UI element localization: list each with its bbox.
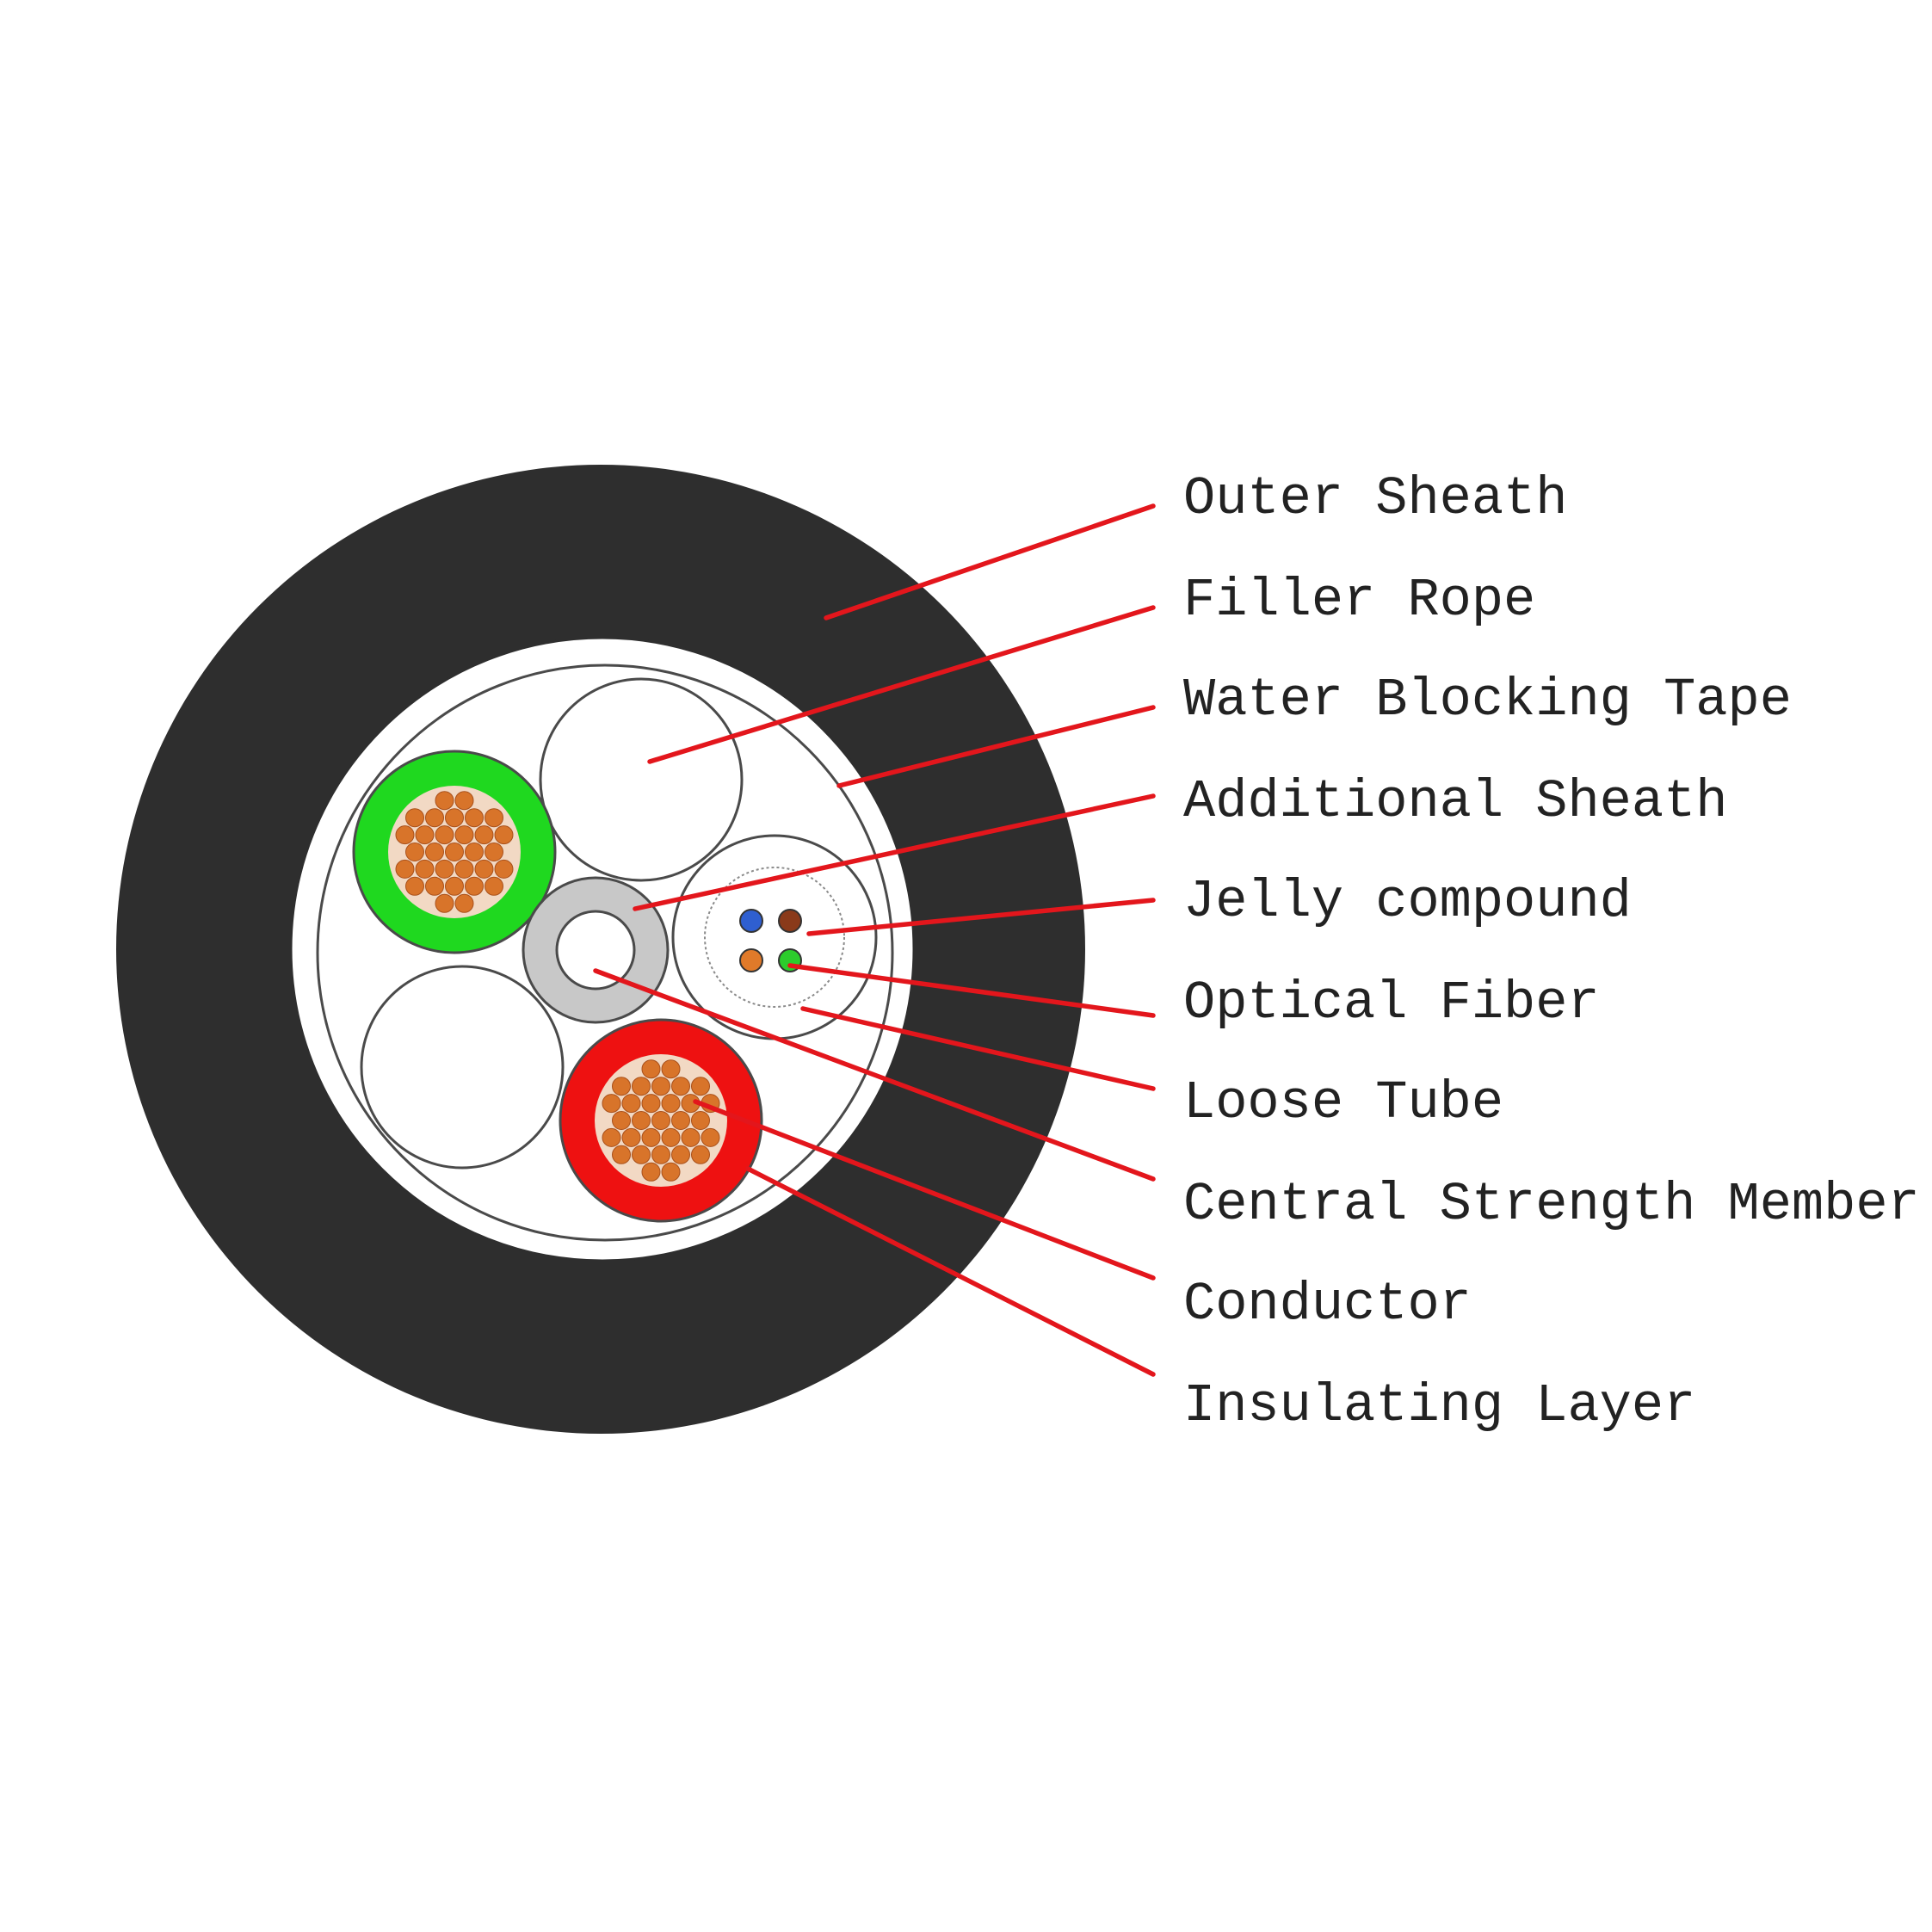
conductor-red-strand-7 [602,1094,621,1114]
label-conductor: Conductor [1183,1274,1472,1335]
conductor-green-strand-0 [435,791,454,811]
conductor-green-strand-25 [425,876,444,896]
label-outer-sheath: Outer Sheath [1183,468,1567,529]
leader-filler-rope [647,605,1156,764]
conductor-red-strand-20 [641,1127,661,1147]
central-strength-member-group [522,876,670,1024]
label-filler-rope: Filler Rope [1183,570,1535,631]
conductor-green-strand-27 [465,876,484,896]
conductor-green-strand-17 [485,843,503,861]
conductor-green-strand-22 [474,859,494,879]
conductor-red-strand-21 [661,1127,681,1147]
conductor-green-strand-18 [395,859,415,879]
filler-rope-top [539,677,744,882]
conductor-green-strand-20 [435,859,454,879]
green-insulated-conductor [352,750,557,954]
central-strength-member [555,910,636,991]
conductor-red-strand-6 [691,1077,710,1096]
jelly-compound-area [704,867,845,1008]
labels: Outer Sheath Filler Rope Water Blocking … [1183,468,1920,1436]
conductor-red-strand-3 [632,1077,651,1096]
conductor-red-strand-17 [691,1111,710,1130]
conductor-green-strand-21 [454,859,474,879]
conductor-red-strand-28 [691,1145,710,1164]
conductor-red-strand-8 [621,1094,641,1114]
filler-rope-bottom [360,965,565,1170]
conductor-green-strand-9 [435,825,454,845]
optical-fiber-blue [739,909,763,933]
conductor-green-strand-3 [425,808,444,828]
leader-central-strength-member [593,968,1156,1182]
conductor-strands-red [602,1059,720,1182]
leader-optical-fiber [787,963,1156,1018]
label-loose-tube: Loose Tube [1183,1072,1503,1133]
conductor-green-strand-16 [465,843,484,861]
conductor-red-strand-4 [651,1077,670,1096]
conductor-red-strand-10 [661,1094,681,1114]
conductor-strands-green [395,791,514,913]
conductor-green-strand-2 [405,808,424,828]
cable-body [116,465,1085,1434]
conductor-red-strand-1 [661,1059,681,1079]
conductor-green-strand-12 [494,825,514,845]
conductor-red-strand-5 [671,1077,690,1096]
conductor-green-strand-10 [454,825,474,845]
label-optical-fiber: Optical Fiber [1183,972,1600,1034]
conductor-green-strand-30 [454,893,474,913]
leader-insulating-layer [745,1166,1156,1377]
conductor-red-strand-18 [602,1127,621,1147]
conductor-green-strand-14 [425,843,444,861]
leader-outer-sheath [824,503,1156,620]
conductor-red-strand-23 [701,1127,720,1147]
conductor-red-strand-29 [641,1162,661,1182]
conductor-green-strand-19 [415,859,435,879]
conductor-red-strand-16 [671,1111,690,1130]
label-jelly-compound: Jelly compound [1183,871,1632,932]
conductor-green-strand-24 [405,876,424,896]
conductor-green-strand-5 [465,808,484,828]
conductor-red-strand-0 [641,1059,661,1079]
conductor-red-strand-26 [651,1145,670,1164]
conductor-red-strand-25 [632,1145,651,1164]
leader-loose-tube [800,1006,1156,1091]
conductor-green-strand-26 [445,876,464,896]
conductor-red-strand-22 [681,1127,701,1147]
conductor-red-strand-15 [651,1111,670,1130]
leader-additional-sheath [633,793,1156,911]
conductor-green-strand-8 [415,825,435,845]
leader-jelly-compound [806,898,1156,936]
conductor-red-strand-13 [612,1111,631,1130]
label-additional-sheath: Additional Sheath [1183,771,1728,832]
conductor-green-strand-28 [485,876,503,896]
conductor-green-strand-13 [405,843,424,861]
conductor-red-strand-24 [612,1145,631,1164]
conductor-red-strand-9 [641,1094,661,1114]
conductor-green-strand-11 [474,825,494,845]
leader-lines [593,503,1156,1377]
label-insulating-layer: Insulating Layer [1183,1375,1695,1436]
conductor-green-strand-7 [395,825,415,845]
conductor-red-strand-14 [632,1111,651,1130]
conductor-red-strand-30 [661,1162,681,1182]
optical-fiber-brown [778,909,802,933]
conductor-green-strand-15 [445,843,464,861]
label-water-blocking-tape: Water Blocking Tape [1183,670,1792,731]
conductor-red-strand-2 [612,1077,631,1096]
leader-water-blocking-tape [836,705,1156,788]
conductor-red-strand-27 [671,1145,690,1164]
leader-conductor [693,1099,1156,1281]
conductor-green-strand-1 [454,791,474,811]
conductor-green-strand-6 [485,808,503,828]
conductor-green-strand-4 [445,808,464,828]
conductor-red-strand-19 [621,1127,641,1147]
loose-tube-group [671,834,878,1040]
conductor-green-strand-29 [435,893,454,913]
conductor-green-strand-23 [494,859,514,879]
label-central-strength-member: Central Strength Member [1183,1174,1920,1235]
optical-fiber-orange [739,948,763,972]
red-insulated-conductor [559,1018,763,1223]
